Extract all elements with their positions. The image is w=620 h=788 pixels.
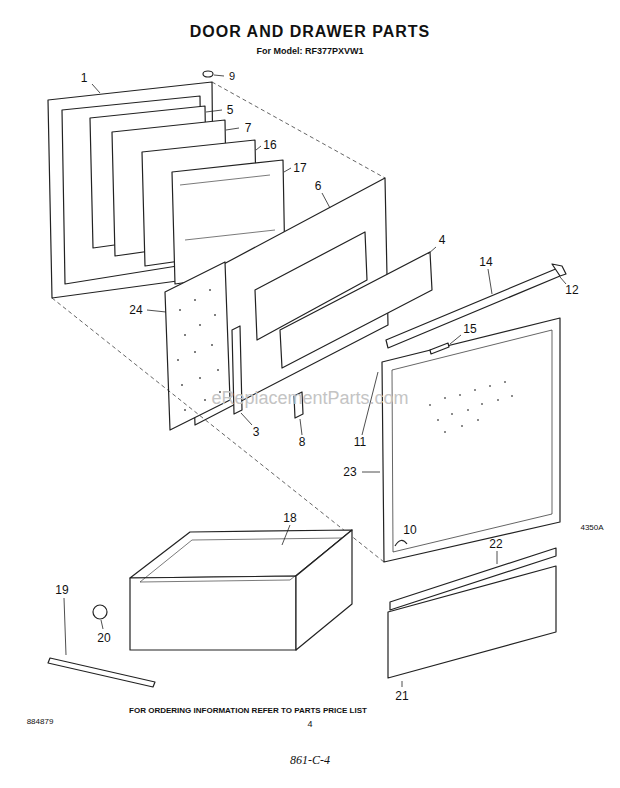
callout-number: 21 bbox=[395, 690, 408, 702]
callout-number: 14 bbox=[479, 256, 492, 268]
callout-number: 23 bbox=[343, 466, 356, 478]
callout-number: 18 bbox=[283, 512, 296, 524]
diagram-title: DOOR AND DRAWER PARTS bbox=[190, 24, 431, 40]
footer-note: FOR ORDERING INFORMATION REFER TO PARTS … bbox=[129, 707, 367, 715]
callout-number: 12 bbox=[565, 284, 578, 296]
handwritten-code: 861-C-4 bbox=[290, 754, 330, 766]
callout-number: 20 bbox=[97, 632, 110, 644]
callout-number: 3 bbox=[253, 426, 260, 438]
callout-number: 8 bbox=[299, 436, 306, 448]
callout-number: 5 bbox=[227, 104, 234, 116]
callout-number: 19 bbox=[55, 584, 68, 596]
callout-number: 15 bbox=[463, 323, 476, 335]
callout-number: 22 bbox=[489, 538, 502, 550]
callout-number: 9 bbox=[229, 71, 235, 82]
callout-number: 1 bbox=[81, 72, 88, 84]
callout-number: 6 bbox=[315, 180, 322, 192]
callout-number: 4 bbox=[439, 234, 446, 246]
watermark: eReplacementParts.com bbox=[211, 389, 408, 407]
callout-number: 10 bbox=[403, 524, 416, 536]
page-number: 4 bbox=[307, 720, 312, 729]
callout-number: 17 bbox=[293, 162, 306, 174]
figure-code: 4350A bbox=[580, 524, 603, 532]
callout-number: 7 bbox=[245, 122, 252, 134]
model-note: For Model: RF377PXVW1 bbox=[256, 47, 363, 56]
callout-number: 16 bbox=[263, 139, 276, 151]
document-number: 884879 bbox=[27, 718, 54, 726]
callout-number: 24 bbox=[129, 304, 142, 316]
callout-number: 11 bbox=[354, 436, 366, 448]
